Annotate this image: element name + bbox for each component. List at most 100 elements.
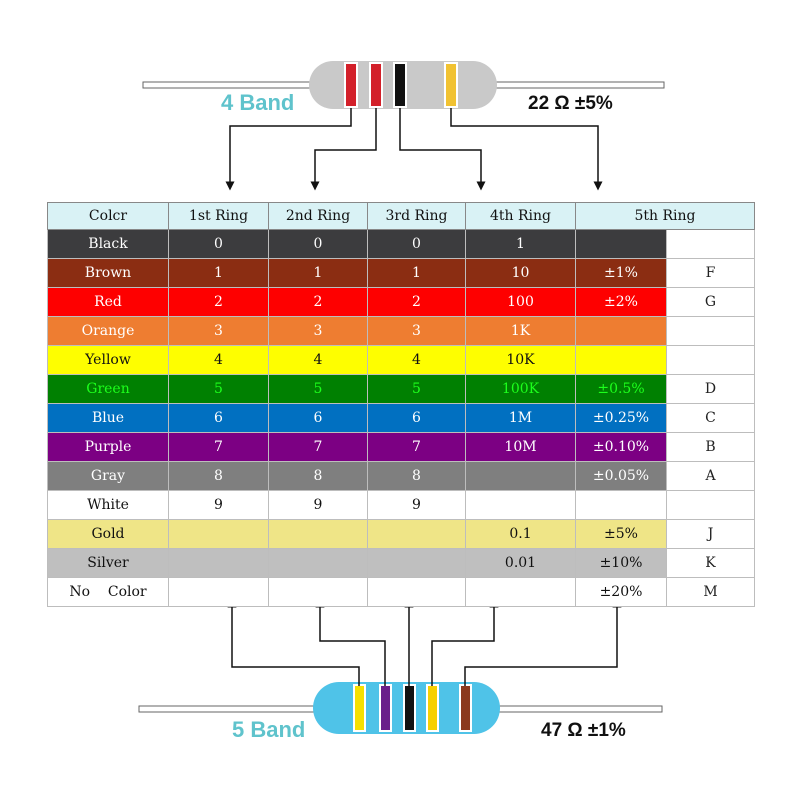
ring-4-value [465,461,576,491]
tolerance-code: J [666,519,755,549]
ring-5-value: ±0.5% [575,374,667,404]
ring-1-value: 6 [168,403,269,433]
tolerance-code: A [666,461,755,491]
ring-4-value: 1 [465,229,576,259]
ring-4-value: 0.01 [465,548,576,578]
color-name: No Color [47,577,169,607]
ring-5-value: ±1% [575,258,667,288]
ring-4-value: 1M [465,403,576,433]
ring-3-value [367,577,466,607]
ring-1-value: 9 [168,490,269,520]
ring-3-value: 0 [367,229,466,259]
ring-3-value: 2 [367,287,466,317]
arrow-5-ring-2 [315,598,386,686]
arrow-5-ring-5 [464,598,622,686]
table-header-row: Colcr 1st Ring 2nd Ring 3rd Ring 4th Rin… [47,202,755,230]
ring-5-value: ±0.10% [575,432,667,462]
ring-2-value [268,519,368,549]
ring-2-value: 0 [268,229,368,259]
ring-2-value: 8 [268,461,368,491]
ring-3-value: 6 [367,403,466,433]
tolerance-code [666,490,755,520]
ring-2-value: 4 [268,345,368,375]
five-band-arrows [227,598,622,686]
ring-2-value: 2 [268,287,368,317]
five-band-ring-5 [459,684,472,732]
five-band-ring-2 [379,684,392,732]
ring-1-value [168,577,269,607]
color-name: Orange [47,316,169,346]
ring-5-value [575,229,667,259]
ring-5-value: ±0.05% [575,461,667,491]
color-name: Red [47,287,169,317]
five-band-ring-4 [426,684,439,732]
header-ring-1: 1st Ring [168,202,269,230]
ring-3-value: 3 [367,316,466,346]
color-name: Silver [47,548,169,578]
ring-5-value: ±2% [575,287,667,317]
ring-3-value [367,548,466,578]
color-name: Yellow [47,345,169,375]
header-ring-3: 3rd Ring [367,202,466,230]
ring-5-value [575,345,667,375]
arrow-5-ring-4 [431,598,499,686]
five-band-ring-3 [403,684,416,732]
tolerance-code: K [666,548,755,578]
ring-4-value: 10K [465,345,576,375]
color-name: White [47,490,169,520]
arrow-5-ring-1 [227,598,360,686]
ring-1-value: 2 [168,287,269,317]
four-band-ring-1 [344,62,358,108]
arrow-ring-4 [450,108,603,191]
header-ring-4: 4th Ring [465,202,576,230]
ring-2-value: 3 [268,316,368,346]
ring-1-value [168,548,269,578]
four-band-arrows [225,108,603,191]
header-ring-5: 5th Ring [575,202,755,230]
ring-3-value: 4 [367,345,466,375]
tolerance-code: D [666,374,755,404]
five-band-ring-1 [353,684,366,732]
ring-3-value: 8 [367,461,466,491]
ring-2-value: 9 [268,490,368,520]
ring-2-value: 5 [268,374,368,404]
five-band-value: 47 Ω ±1% [541,720,626,741]
five-band-title: 5 Band [232,717,306,742]
ring-4-value: 10 [465,258,576,288]
tolerance-code [666,345,755,375]
arrow-ring-2 [310,108,377,191]
ring-1-value [168,519,269,549]
header-ring-2: 2nd Ring [268,202,368,230]
ring-2-value [268,577,368,607]
tolerance-code: F [666,258,755,288]
ring-4-value: 1K [465,316,576,346]
ring-1-value: 7 [168,432,269,462]
color-code-table: Colcr 1st Ring 2nd Ring 3rd Ring 4th Rin… [47,202,755,607]
ring-5-value: ±0.25% [575,403,667,433]
tolerance-code: G [666,287,755,317]
ring-3-value: 7 [367,432,466,462]
ring-4-value: 100 [465,287,576,317]
tolerance-code [666,316,755,346]
color-name: Brown [47,258,169,288]
ring-4-value: 0.1 [465,519,576,549]
ring-3-value: 9 [367,490,466,520]
ring-1-value: 5 [168,374,269,404]
color-name: Black [47,229,169,259]
four-band-ring-4 [444,62,458,108]
ring-2-value: 6 [268,403,368,433]
arrow-ring-1 [225,108,352,191]
ring-1-value: 1 [168,258,269,288]
color-name: Blue [47,403,169,433]
color-name: Gold [47,519,169,549]
